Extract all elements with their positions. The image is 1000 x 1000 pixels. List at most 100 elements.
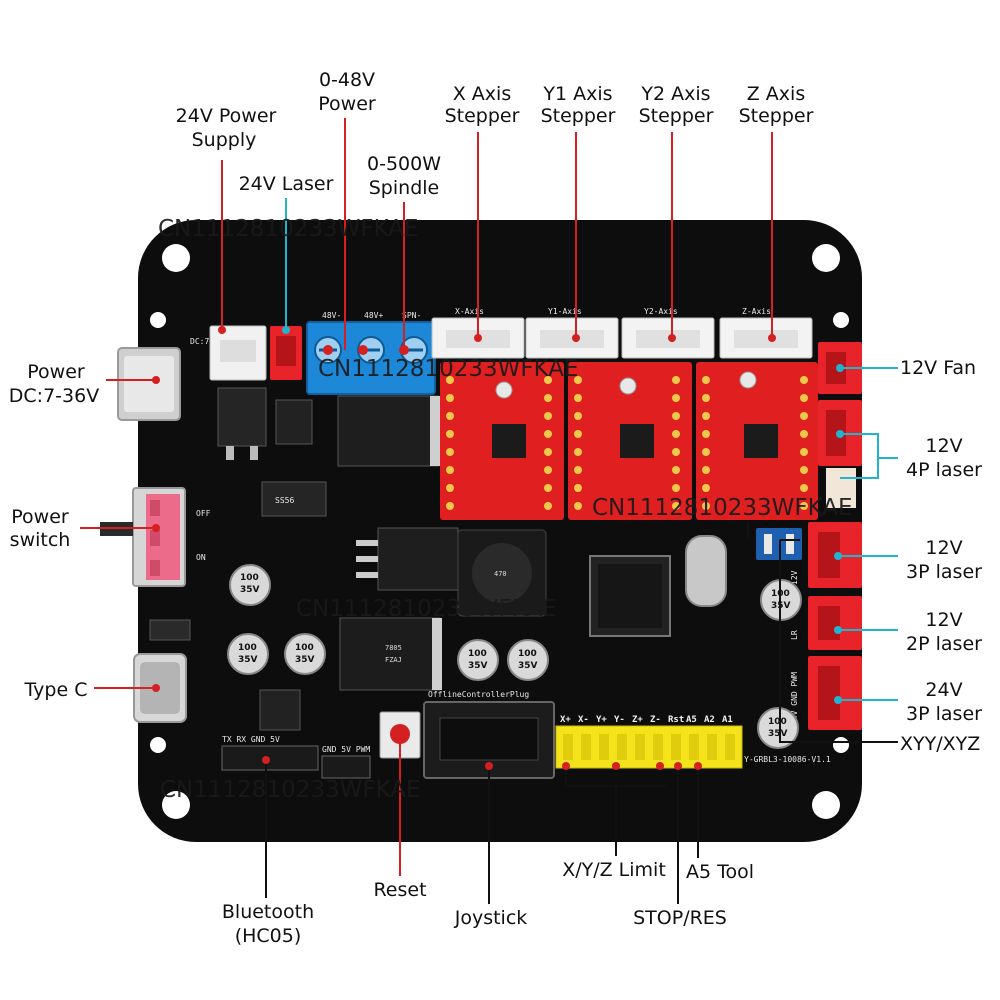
tb-48v-minus-silk: 48V-: [322, 311, 341, 320]
header-pin: [800, 394, 808, 402]
watermark-text: CN1112810233WFKAE: [160, 777, 421, 803]
limit-pin[interactable]: [635, 734, 645, 760]
y2-axis-silk: Y2-Axis: [644, 307, 678, 316]
mounting-hole: [150, 312, 166, 328]
limit-pin[interactable]: [707, 734, 717, 760]
side-lr-silk: LR: [790, 630, 799, 640]
callout-fan-12v: 12V Fan: [900, 357, 976, 379]
tb-48v-plus-silk: 48V+: [364, 311, 383, 320]
callout-joystick: Joystick: [454, 907, 528, 929]
header-pin: [446, 430, 454, 438]
y1-axis-silk: Y1-Axis: [548, 307, 582, 316]
svg-text:(HC05): (HC05): [235, 925, 302, 947]
regulator-7805: 7805 FZAJ: [339, 617, 442, 691]
side-24v-silk: 24V GND PWM: [790, 672, 799, 725]
limit-pin-label: Rst: [668, 715, 684, 725]
svg-text:100: 100: [468, 649, 487, 659]
limit-pin[interactable]: [599, 734, 609, 760]
joystick-header[interactable]: [423, 701, 555, 779]
capacitor: 100 35V: [457, 639, 499, 681]
callout-power-switch: Power switch: [10, 506, 71, 551]
header-pin: [574, 466, 582, 474]
limit-pin[interactable]: [581, 734, 591, 760]
z-axis-connector[interactable]: [719, 317, 813, 359]
svg-text:100: 100: [295, 643, 314, 653]
header-pin: [702, 430, 710, 438]
limit-pin[interactable]: [563, 734, 573, 760]
limit-pin[interactable]: [617, 734, 627, 760]
header-pin: [800, 412, 808, 420]
svg-text:12V: 12V: [925, 609, 962, 631]
watermark-text: CN1112810233WFKAE: [318, 356, 579, 382]
header-pin: [702, 394, 710, 402]
limit-pin[interactable]: [671, 734, 681, 760]
header-pin: [446, 412, 454, 420]
header-pin: [544, 448, 552, 456]
board-name-silk: Y-GRBL3-10086-V1.1: [744, 755, 831, 764]
svg-text:X Axis: X Axis: [453, 83, 511, 105]
limit-pin-label: X+: [560, 715, 571, 725]
crystal: [685, 535, 727, 607]
ss56-silk: SS56: [275, 496, 294, 505]
stepper-driver-x: [440, 362, 564, 520]
limit-pin[interactable]: [689, 734, 699, 760]
limit-pin[interactable]: [653, 734, 663, 760]
header-pin: [702, 376, 710, 384]
tb-spn-silk: SPN-: [402, 311, 421, 320]
offline-plug-silk: OfflineControllerPlug: [428, 690, 529, 699]
smd-component: [259, 689, 301, 731]
header-pin: [574, 430, 582, 438]
header-pin: [544, 394, 552, 402]
svg-text:Power: Power: [27, 361, 85, 383]
y2-axis-connector[interactable]: [621, 317, 715, 359]
callout-reset: Reset: [373, 879, 426, 901]
callout-power-dc: Power DC:7-36V: [9, 361, 99, 407]
regulator-ic: [217, 387, 267, 447]
laser-12v-2p-connector[interactable]: [808, 596, 862, 650]
callout-laser-24v-3p: 24V 3P laser: [906, 679, 982, 725]
callout-xyy-xyz: XYY/XYZ: [900, 733, 980, 755]
header-pin: [702, 502, 710, 510]
svg-text:2P laser: 2P laser: [906, 633, 982, 655]
svg-text:3P laser: 3P laser: [906, 561, 982, 583]
header-pin: [446, 466, 454, 474]
limit-pin[interactable]: [725, 734, 735, 760]
laser-24v-3p-connector[interactable]: [808, 656, 862, 730]
header-pin: [544, 502, 552, 510]
svg-text:470: 470: [494, 570, 507, 578]
svg-text:7805: 7805: [385, 644, 402, 652]
bluetooth-header[interactable]: [221, 745, 319, 771]
callout-laser-12v-2p: 12V 2P laser: [906, 609, 982, 655]
header-pin: [800, 430, 808, 438]
stepper-driver-y2-z: [696, 362, 818, 520]
limit-pin-label: Y+: [596, 715, 607, 725]
callout-stop-res: STOP/RES: [633, 907, 727, 929]
capacitor: 100 35V: [507, 639, 549, 681]
svg-text:switch: switch: [10, 529, 71, 551]
svg-text:4P laser: 4P laser: [906, 459, 982, 481]
diode-ss56: [261, 481, 327, 517]
mounting-hole: [812, 244, 840, 272]
watermark-text: CN1112810233WFKAE: [158, 216, 419, 242]
header-pin: [702, 484, 710, 492]
svg-text:3P laser: 3P laser: [906, 703, 982, 725]
svg-text:Spindle: Spindle: [369, 177, 439, 199]
callout-x-axis: X Axis Stepper: [445, 83, 520, 127]
header-pin: [672, 448, 680, 456]
header-pin: [544, 430, 552, 438]
header-pin: [672, 466, 680, 474]
header-pin: [574, 448, 582, 456]
svg-text:Stepper: Stepper: [445, 105, 520, 127]
run-header[interactable]: [321, 755, 371, 779]
svg-text:0-48V: 0-48V: [319, 69, 375, 91]
svg-text:24V Power: 24V Power: [176, 105, 277, 127]
svg-text:Z Axis: Z Axis: [747, 83, 805, 105]
capacitor: 100 35V: [757, 707, 799, 749]
callout-y2-axis: Y2 Axis Stepper: [639, 83, 714, 127]
mounting-hole: [162, 791, 190, 819]
mosfet-ic: [377, 527, 459, 591]
svg-text:35V: 35V: [295, 655, 315, 665]
callout-power-0-48v: 0-48V Power: [318, 69, 376, 115]
svg-text:35V: 35V: [768, 729, 788, 739]
header-pin: [672, 376, 680, 384]
